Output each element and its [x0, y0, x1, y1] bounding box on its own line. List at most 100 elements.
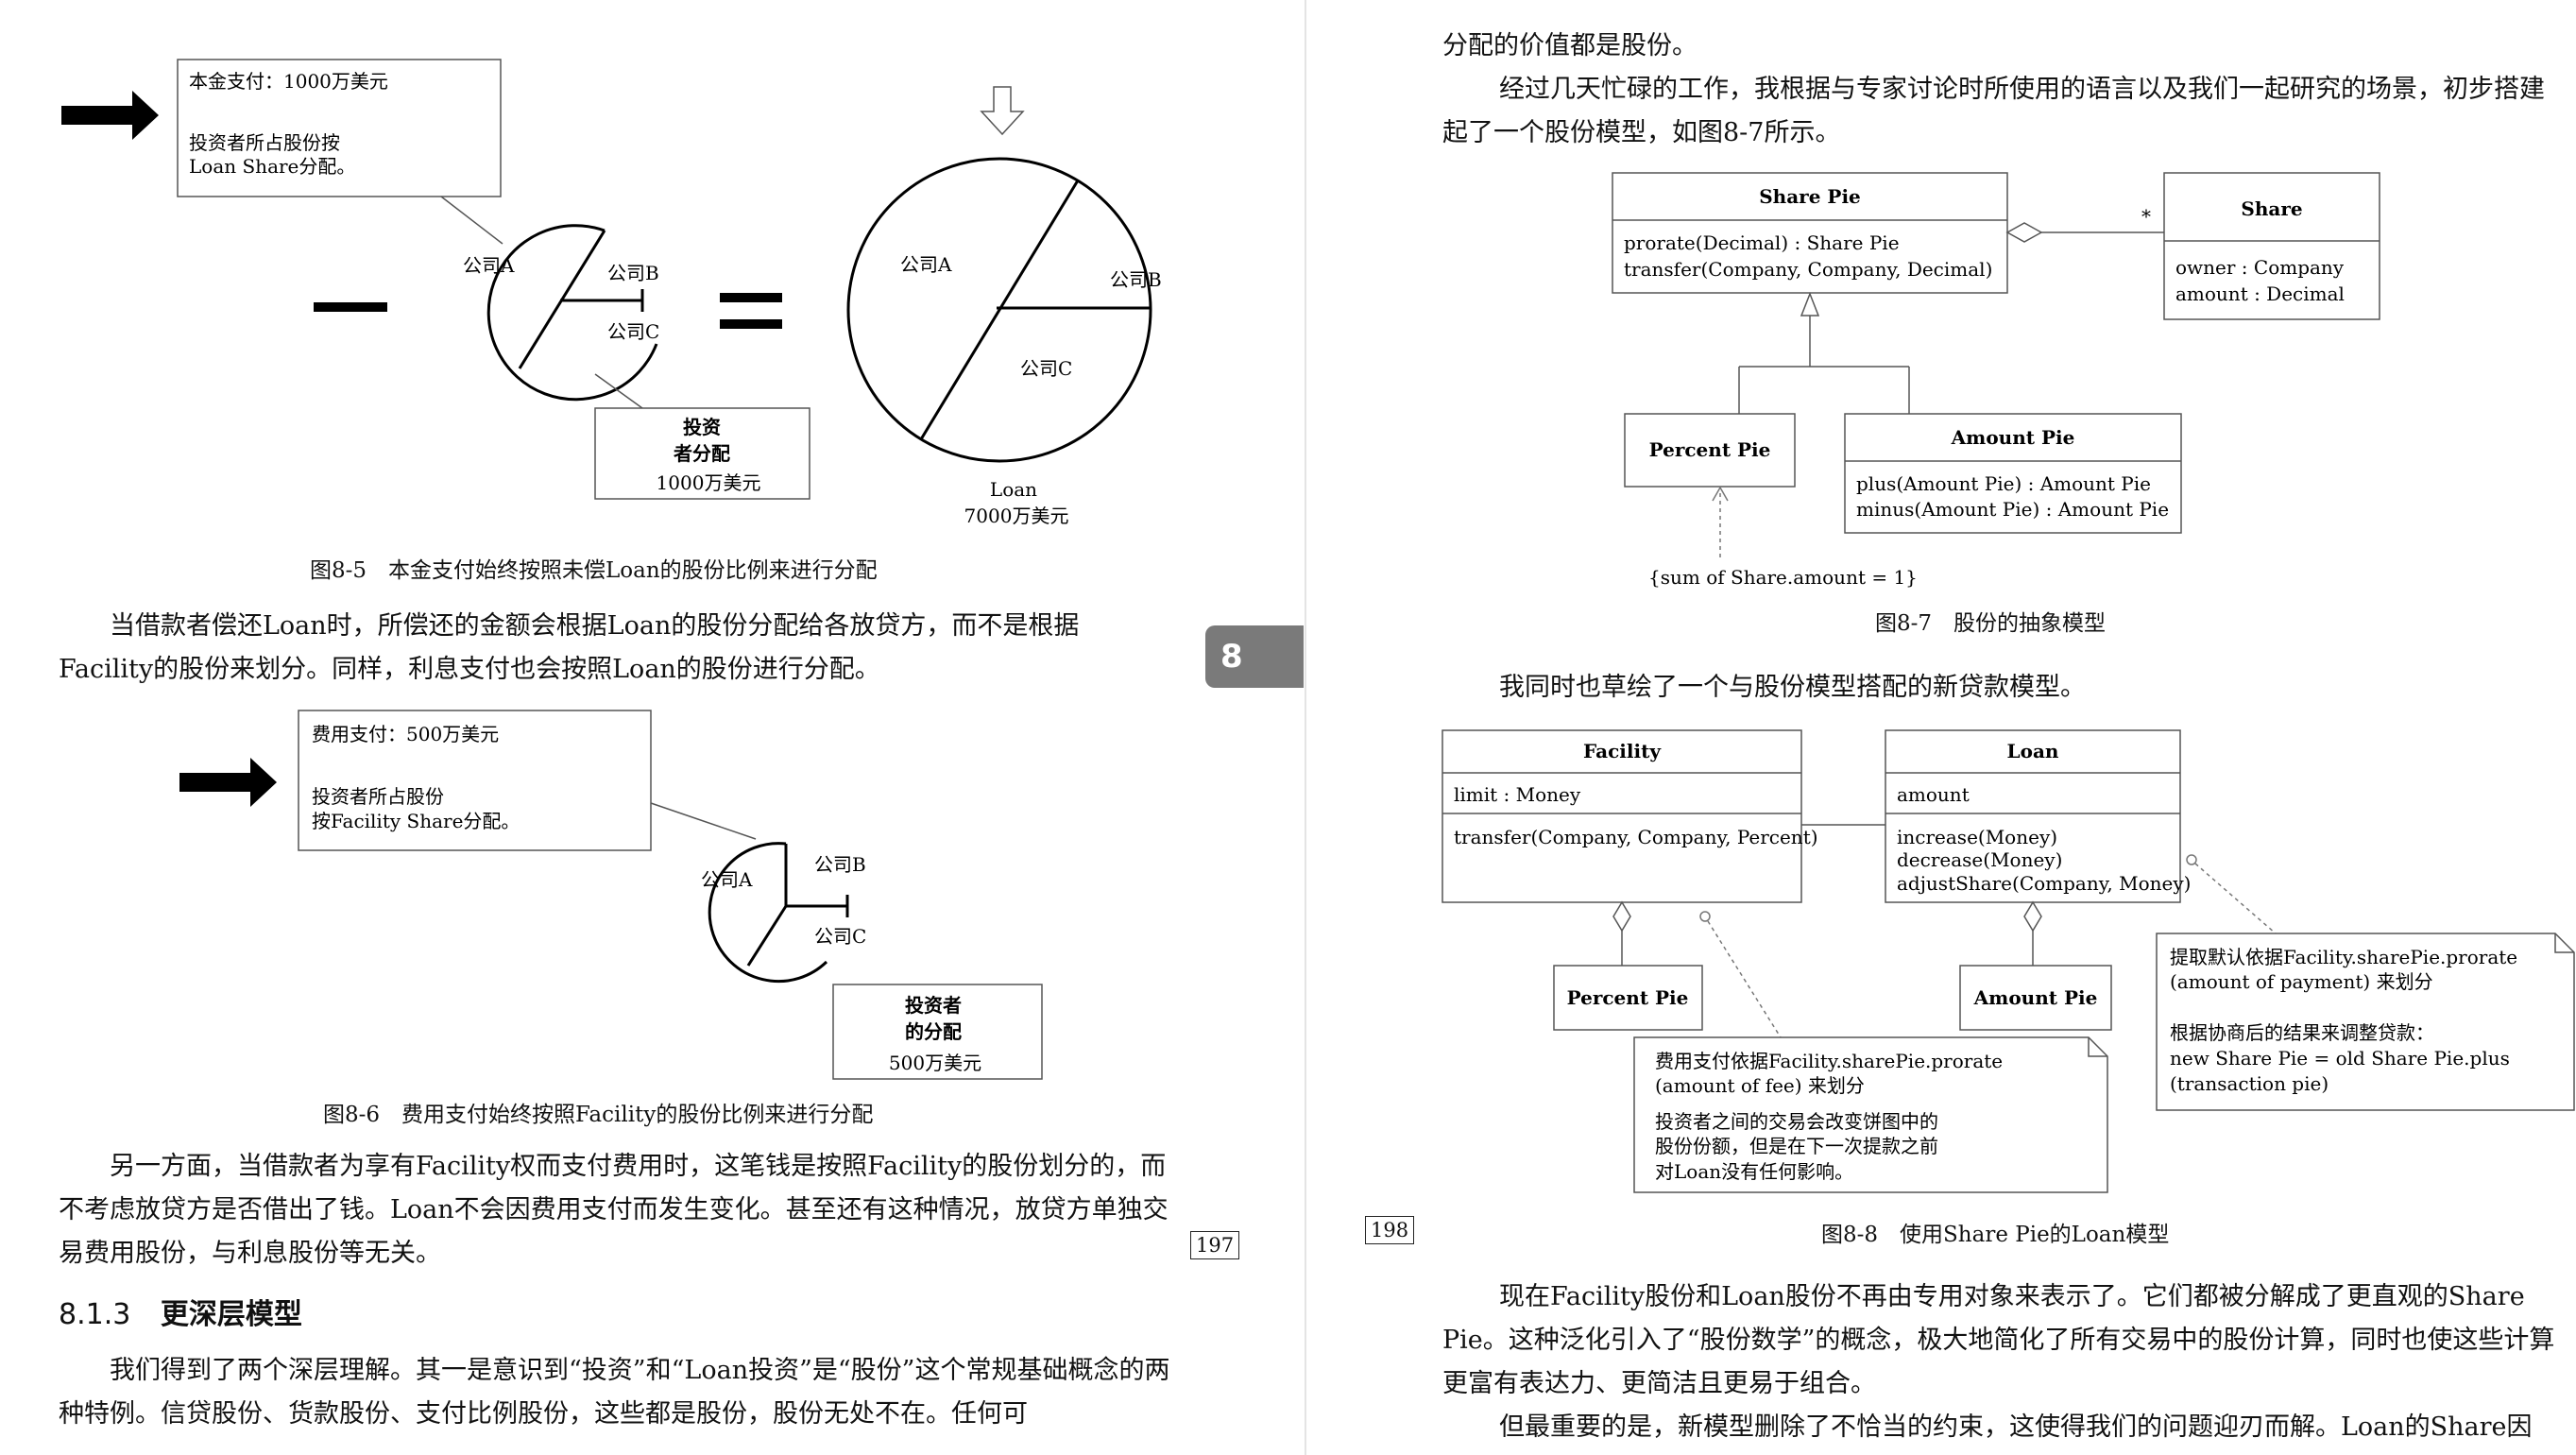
facility-class — [1442, 729, 1802, 903]
fee-note-card — [1633, 1036, 2108, 1193]
loan-op-decrease: decrease(Money) — [1897, 848, 2062, 871]
loan-op-adjust: adjustShare(Company, Money) — [1897, 872, 2191, 895]
loan-title: Loan — [2007, 740, 2059, 762]
figure-8-5: 本金支付：1000万美元 投资者所占股份按 Loan Share分配。 公司A … — [61, 59, 1162, 527]
drawdown-note-1: 提取默认依据Facility.sharePie.prorate — [2170, 946, 2517, 968]
small-pie-label-a: 公司A — [463, 254, 515, 277]
page-number-198: 198 — [1365, 1216, 1415, 1244]
right-paragraph-3: 现在Facility股份和Loan股份不再由专用对象来表示了。它们都被分解成了更… — [1442, 1282, 2555, 1398]
amount-pie-op-minus: minus(Amount Pie) : Amount Pie — [1856, 498, 2169, 521]
drawdown-note-card — [2156, 933, 2575, 1111]
chapter-tab: 8 — [1205, 625, 1304, 688]
loan-amount: 7000万美元 — [964, 505, 1069, 527]
section-title: 更深层模型 — [160, 1298, 302, 1331]
small-pie-label-b: 公司B — [607, 262, 659, 284]
investor-allocation-box — [594, 407, 810, 500]
right-paragraph-2: 我同时也草绘了一个与股份模型搭配的新贷款模型。 — [1499, 673, 2086, 702]
investor-box-line3: 1000万美元 — [657, 471, 761, 494]
share-pie-title: Share Pie — [1759, 185, 1861, 208]
fee-note-3: 投资者之间的交易会改变饼图中的 — [1655, 1110, 1938, 1133]
figure-8-8: Facility limit : Money transfer(Company,… — [1442, 729, 2575, 1193]
figure-8-5-caption: 图8-5 本金支付始终按照未偿Loan的股份比例来进行分配 — [310, 558, 878, 583]
right-paragraph-1: 经过几天忙碌的工作，我根据与专家讨论时所使用的语言以及我们一起研究的场景，初步搭… — [1442, 75, 2545, 147]
figure-8-7: Share Pie prorate(Decimal) : Share Pie t… — [1612, 172, 2380, 589]
principal-note-box — [177, 59, 502, 197]
left-paragraph-3: 我们得到了两个深层理解。其一是意识到“投资”和“Loan投资”是“股份”这个常规… — [59, 1356, 1170, 1429]
equals-sign-bottom — [720, 319, 782, 329]
left-page: 本金支付：1000万美元 投资者所占股份按 Loan Share分配。 公司A … — [59, 59, 1240, 1429]
right-arrow-icon — [179, 758, 277, 807]
investor-box-line2: 者分配 — [673, 442, 730, 465]
investor-box-line1: 投资 — [683, 416, 721, 438]
figure-8-6: 费用支付：500万美元 投资者所占股份 按Facility Share分配。 公… — [179, 710, 1043, 1080]
drawdown-note-4: new Share Pie = old Share Pie.plus — [2170, 1047, 2510, 1070]
principal-note-line1: 本金支付：1000万美元 — [189, 70, 388, 93]
right-paragraph-4: 但最重要的是，新模型删除了不恰当的约束，这使得我们的问题迎刃而解。Loan的Sh… — [1499, 1412, 2533, 1442]
principal-note-line2: 投资者所占股份按 — [189, 131, 340, 154]
share-multiplicity: * — [2141, 205, 2151, 228]
minus-sign — [314, 302, 387, 312]
section-heading: 8.1.3 更深层模型 — [59, 1291, 302, 1332]
fee-note-line1: 费用支付：500万美元 — [312, 723, 499, 745]
fee-note-1: 费用支付依据Facility.sharePie.prorate — [1655, 1050, 2003, 1072]
facility-attr-limit: limit : Money — [1454, 783, 1581, 806]
loan-pie-label-b: 公司B — [1110, 268, 1162, 291]
figure-8-8-caption: 图8-8 使用Share Pie的Loan模型 — [1821, 1223, 2170, 1247]
percent-pie-class — [1624, 413, 1796, 488]
left-paragraph-1: 当借款者偿还Loan时，所偿还的金额会根据Loan的股份分配给各放贷方，而不是根… — [59, 611, 1080, 684]
facility-op-transfer: transfer(Company, Company, Percent) — [1454, 826, 1818, 848]
share-pie-op-transfer: transfer(Company, Company, Decimal) — [1624, 258, 1992, 281]
fee-pie-label-c: 公司C — [814, 925, 866, 948]
right-arrow-icon — [61, 91, 159, 140]
drawdown-note-2: (amount of payment) 来划分 — [2170, 970, 2433, 993]
amount-pie-title: Amount Pie — [1951, 426, 2075, 449]
loan-attr-amount: amount — [1897, 783, 1970, 806]
right-paragraph-0: 分配的价值都是股份。 — [1442, 31, 1697, 60]
fee-pie-label-b: 公司B — [814, 853, 866, 876]
share-constraint: {sum of Share.amount = 1} — [1648, 566, 1918, 589]
down-arrow-icon — [980, 86, 1025, 136]
loan-amount-pie-title: Amount Pie — [1973, 986, 2098, 1009]
loan-label: Loan — [990, 478, 1037, 501]
drawdown-note-3: 根据协商后的结果来调整贷款： — [2170, 1021, 2434, 1044]
fee-box-line2: 的分配 — [905, 1020, 962, 1043]
loan-pie-label-a: 公司A — [900, 253, 952, 276]
fee-note-2: (amount of fee) 来划分 — [1655, 1074, 1865, 1097]
drawdown-note-5: (transaction pie) — [2170, 1072, 2329, 1095]
fee-box-line1: 投资者 — [905, 994, 962, 1017]
loan-pie — [846, 157, 1152, 463]
right-page: 分配的价值都是股份。 经过几天忙碌的工作，我根据与专家讨论时所使用的语言以及我们… — [1308, 0, 2576, 1455]
fee-investor-box — [832, 984, 1043, 1080]
facility-title: Facility — [1583, 740, 1662, 762]
left-paragraph-2: 另一方面，当借款者为享有Facility权而支付费用时，这笔钱是按照Facili… — [59, 1152, 1169, 1268]
fee-note-5: 对Loan没有任何影响。 — [1655, 1160, 1853, 1183]
share-attr-amount: amount : Decimal — [2175, 282, 2345, 305]
facility-aggregation-diamond — [1612, 900, 1631, 933]
principal-note-line3: Loan Share分配。 — [189, 155, 355, 178]
small-pie-arc — [486, 224, 658, 402]
small-pie-label-c: 公司C — [607, 320, 659, 343]
fee-box-line3: 500万美元 — [889, 1052, 981, 1074]
loan-amount-pie — [1959, 965, 2112, 1031]
fee-note-4: 股份份额，但是在下一次提款之前 — [1655, 1135, 1938, 1157]
page-gutter — [1305, 0, 1306, 1455]
facility-percent-pie-title: Percent Pie — [1567, 986, 1689, 1009]
share-class — [2163, 172, 2380, 320]
fee-note-line2: 投资者所占股份 — [312, 785, 444, 808]
loan-pie-label-c: 公司C — [1020, 357, 1072, 380]
amount-pie-op-plus: plus(Amount Pie) : Amount Pie — [1856, 472, 2151, 495]
fee-pie-arc — [708, 842, 828, 984]
fee-note-box — [298, 710, 652, 851]
amount-pie-class — [1844, 413, 2182, 534]
share-title: Share — [2241, 197, 2302, 220]
fee-pie-label-a: 公司A — [701, 868, 753, 891]
equals-sign-top — [720, 293, 782, 302]
share-pie-op-prorate: prorate(Decimal) : Share Pie — [1624, 231, 1900, 254]
figure-8-6-caption: 图8-6 费用支付始终按照Facility的股份比例来进行分配 — [323, 1103, 874, 1127]
percent-pie-title: Percent Pie — [1649, 438, 1771, 461]
facility-percent-pie — [1553, 965, 1703, 1031]
loan-class — [1885, 729, 2181, 903]
section-number: 8.1.3 — [59, 1298, 131, 1331]
figure-8-7-caption: 图8-7 股份的抽象模型 — [1875, 611, 2107, 636]
fee-note-line3: 按Facility Share分配。 — [312, 810, 520, 832]
